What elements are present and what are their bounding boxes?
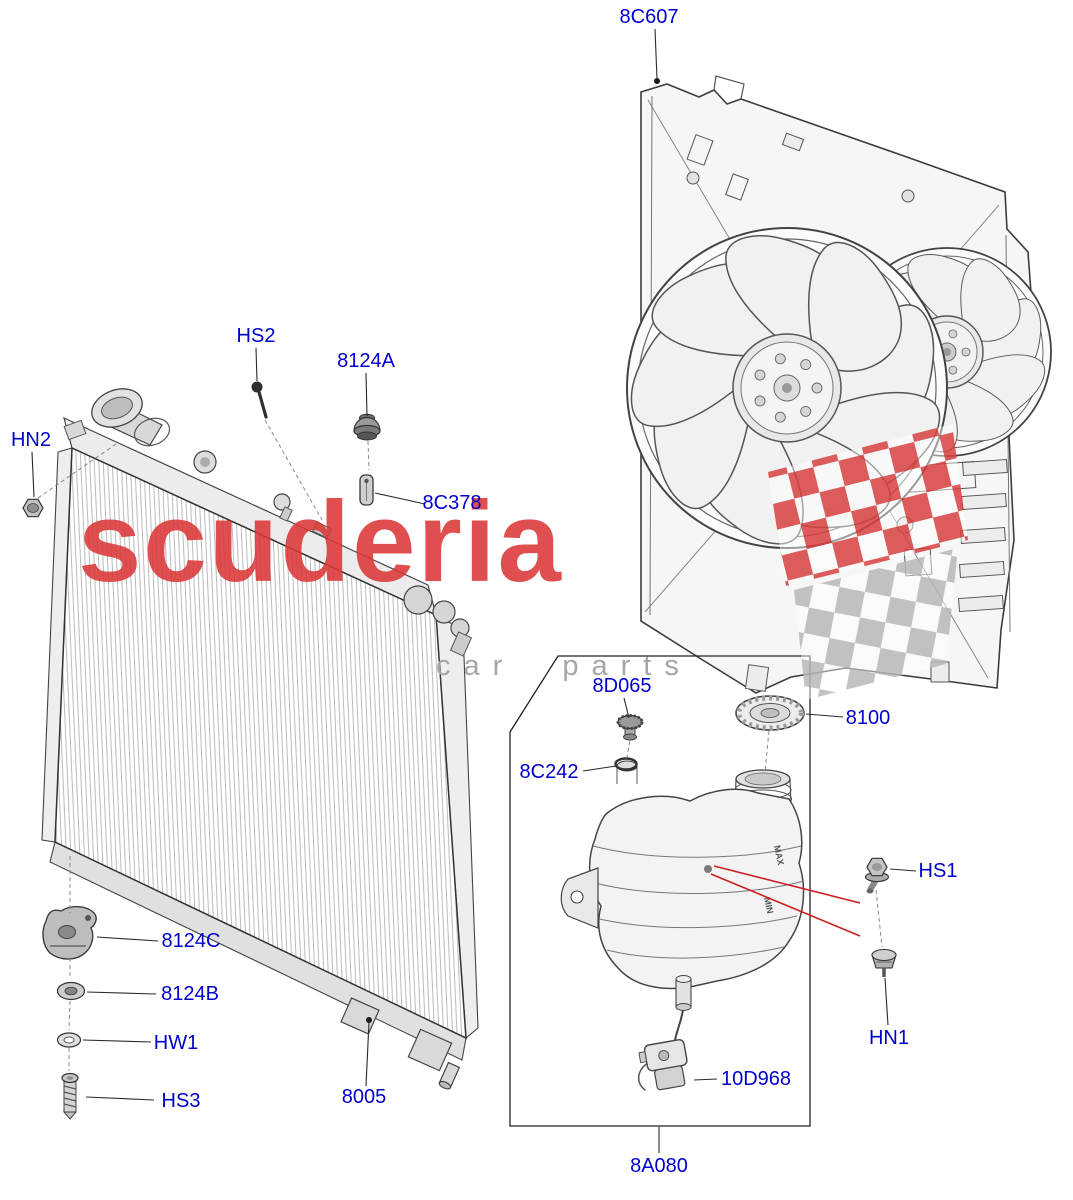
part-label-8100[interactable]: 8100 (845, 707, 891, 729)
part-label-8005[interactable]: 8005 (341, 1086, 387, 1108)
radiator-bottom-feet (340, 997, 461, 1090)
screw-hs3-drawing (61, 1072, 79, 1120)
red-reference-lines (710, 865, 861, 937)
tank-detail-box (509, 655, 811, 1127)
part-label-8124c[interactable]: 8124C (161, 930, 221, 952)
shroud-details (686, 132, 1008, 692)
seal-8c242-drawing (614, 757, 638, 771)
tank-outlet (675, 975, 692, 1011)
part-label-hn1[interactable]: HN1 (868, 1027, 910, 1049)
tank-ribs (590, 845, 805, 959)
part-label-8a080[interactable]: 8A080 (630, 1155, 688, 1177)
sensor-wire (674, 1009, 684, 1041)
part-label-8c242[interactable]: 8C242 (519, 761, 579, 783)
tank-boss (704, 865, 712, 873)
bolt-hs1-drawing (864, 857, 890, 894)
fan-shroud-drawing (620, 75, 1054, 694)
part-label-hs2[interactable]: HS2 (236, 325, 276, 347)
grommet-8124a-drawing (353, 413, 381, 441)
washer-8124b-drawing (56, 981, 86, 1001)
part-label-hn2[interactable]: HN2 (10, 429, 52, 451)
tank-min-marking: MIN (762, 896, 775, 914)
leader-dots (366, 78, 660, 1023)
tank-mount-tab (560, 867, 599, 929)
part-label-hw1[interactable]: HW1 (153, 1032, 199, 1054)
leader-lines (31, 28, 917, 1153)
radiator-drawing (41, 388, 479, 1090)
nut-hn2-drawing (22, 498, 44, 518)
checkered-flag-red (768, 424, 968, 586)
bracket-8124c-drawing (42, 905, 97, 960)
radiator-top-fittings (63, 388, 473, 657)
part-label-8124a[interactable]: 8124A (337, 350, 395, 372)
tank-max-marking: MAX (772, 844, 786, 866)
checkered-flag-grey (794, 548, 958, 700)
cap-8d065-drawing (616, 714, 644, 741)
watermark-flags (768, 424, 968, 700)
part-label-hs3[interactable]: HS3 (161, 1090, 201, 1112)
assembly-guides (37, 419, 883, 1071)
tank-bleed-port (616, 760, 638, 784)
sensor-10d968-drawing (637, 1039, 688, 1091)
radiator-core (54, 446, 467, 1040)
part-label-hs1[interactable]: HS1 (918, 860, 958, 882)
small-fasteners (22, 381, 897, 1120)
shroud-top-tab (713, 75, 745, 100)
cap-8100-drawing (735, 695, 805, 731)
part-label-8c607[interactable]: 8C607 (619, 6, 679, 28)
expansion-tank-drawing: MAX MIN (560, 695, 805, 1091)
part-label-8d065[interactable]: 8D065 (592, 675, 652, 697)
pin-hs2-drawing (251, 381, 268, 419)
part-label-10d968[interactable]: 10D968 (720, 1068, 792, 1090)
clip-8c378-drawing (359, 474, 374, 506)
part-label-8c378[interactable]: 8C378 (422, 492, 482, 514)
washer-hw1-drawing (56, 1032, 82, 1048)
nut-hn1-drawing (871, 948, 897, 977)
part-label-8124b[interactable]: 8124B (161, 983, 219, 1005)
